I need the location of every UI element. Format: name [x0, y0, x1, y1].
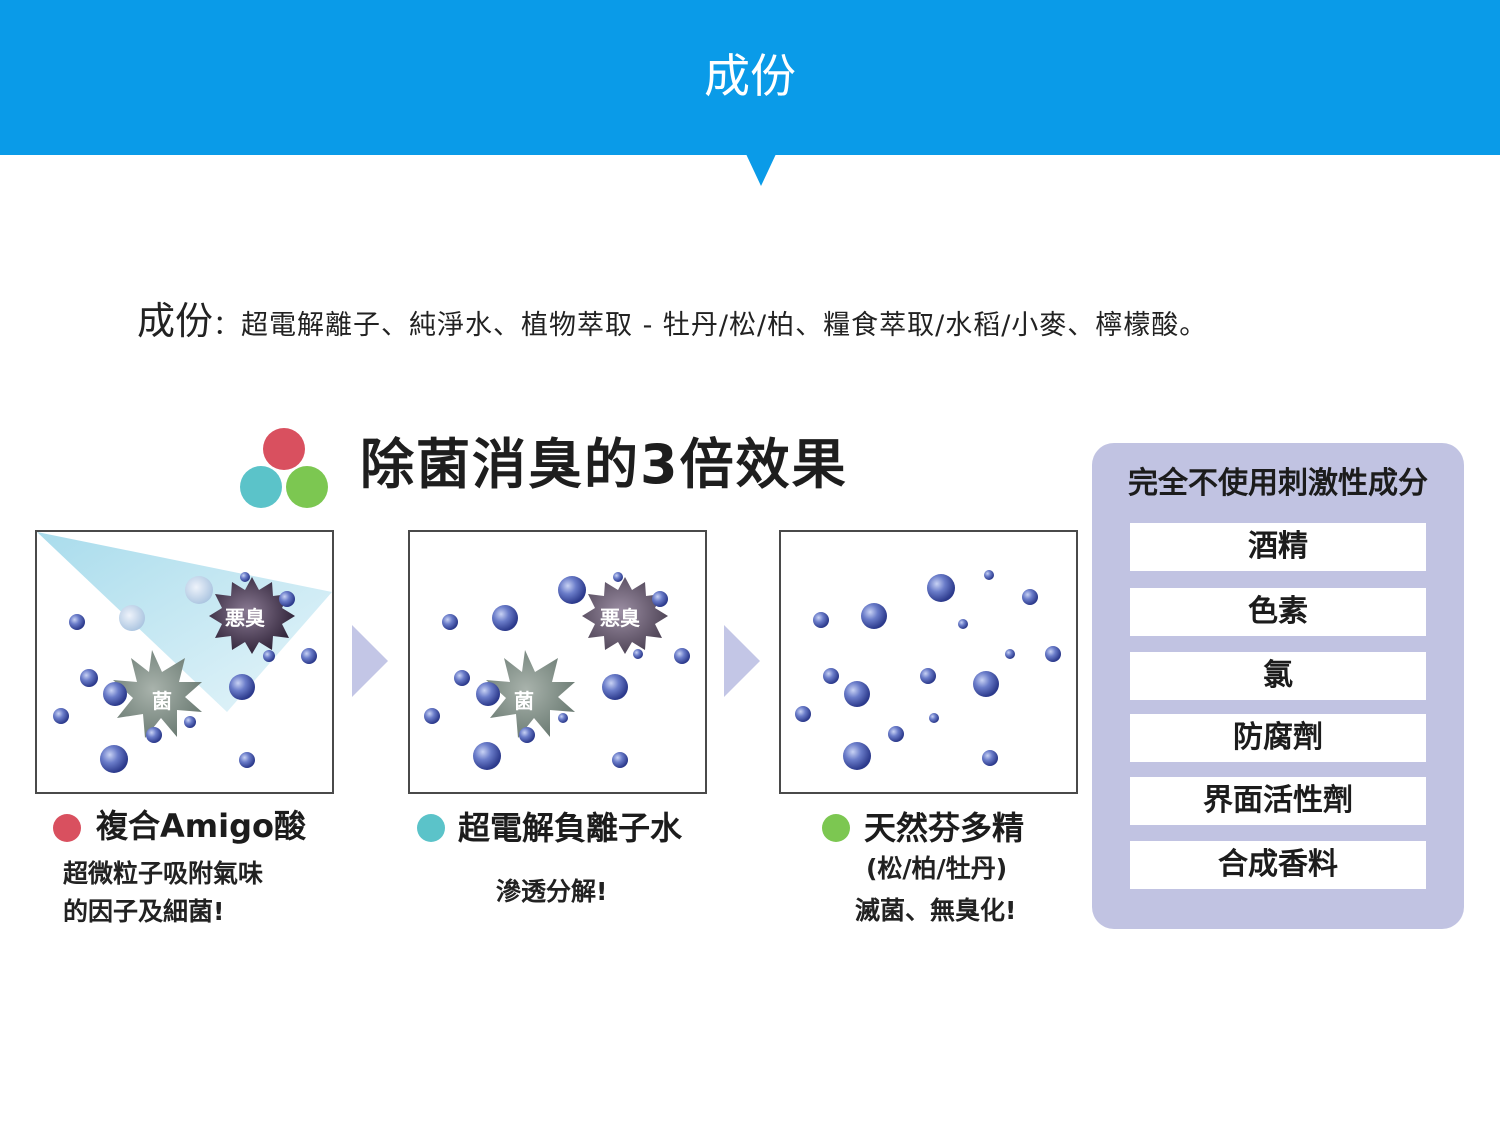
logo-dot-green: [286, 466, 328, 508]
odor-label: 悪臭: [600, 606, 640, 630]
caption-dot-teal: [417, 814, 445, 842]
free-from-item: 酒精: [1130, 523, 1426, 571]
panel-phytoncide: [779, 530, 1078, 794]
page-title: 成份: [704, 49, 796, 103]
header-pointer: [746, 154, 776, 186]
ion-bubbles: [424, 572, 690, 770]
logo-dot-red: [263, 428, 305, 470]
arrow-right-icon: [724, 625, 760, 697]
free-from-item: 合成香料: [1130, 841, 1426, 889]
arrow-right-icon: [352, 625, 388, 697]
germ-icon: [486, 650, 575, 738]
germ-icon: [113, 650, 202, 738]
panel-amigo-acid: 菌 悪臭: [35, 530, 334, 794]
header-banner: 成份: [0, 0, 1500, 155]
ion-bubbles: [53, 572, 317, 773]
ingredients-line: 成份：超電解離子、純淨水、植物萃取 - 牡丹/松/柏、糧食萃取/水稻/小麥、檸檬…: [137, 290, 1457, 343]
ion-bubbles: [795, 570, 1061, 770]
caption-line: 滲透分解!: [496, 877, 608, 906]
light-beam: [37, 532, 332, 712]
free-from-item: 色素: [1130, 588, 1426, 636]
caption-title-amigo: 複合Amigo酸: [96, 807, 306, 845]
panel-electrolyzed-water: 菌 悪臭: [408, 530, 707, 794]
caption-line: 的因子及細菌!: [63, 897, 225, 926]
free-from-item: 氯: [1130, 652, 1426, 700]
free-from-item: 界面活性劑: [1130, 777, 1426, 825]
odor-label: 悪臭: [225, 606, 265, 630]
ingredients-text: ：超電解離子、純淨水、植物萃取 - 牡丹/松/柏、糧食萃取/水稻/小麥、檸檬酸。: [213, 310, 1208, 341]
logo-dot-teal: [240, 466, 282, 508]
germ-label: 菌: [152, 689, 172, 713]
caption-line: 滅菌、無臭化!: [855, 896, 1017, 925]
effect-heading: 除菌消臭的3倍效果: [360, 433, 848, 496]
three-dot-logo: [238, 428, 330, 510]
caption-title-water: 超電解負離子水: [458, 809, 683, 847]
odor-icon: [582, 577, 668, 654]
caption-dot-green: [822, 814, 850, 842]
caption-line: 超微粒子吸附氣味: [63, 859, 264, 888]
free-from-box: 完全不使用刺激性成分 酒精 色素 氯 防腐劑 界面活性劑 合成香料: [1092, 443, 1464, 929]
germ-label: 菌: [514, 689, 534, 713]
odor-icon: [209, 577, 295, 654]
ingredients-label: 成份: [137, 299, 214, 343]
caption-dot-red: [53, 814, 81, 842]
free-from-item: 防腐劑: [1130, 714, 1426, 762]
caption-line: (松/柏/牡丹): [866, 854, 1008, 883]
free-from-title: 完全不使用刺激性成分: [1128, 466, 1428, 501]
caption-title-phytoncide: 天然芬多精: [864, 809, 1025, 847]
